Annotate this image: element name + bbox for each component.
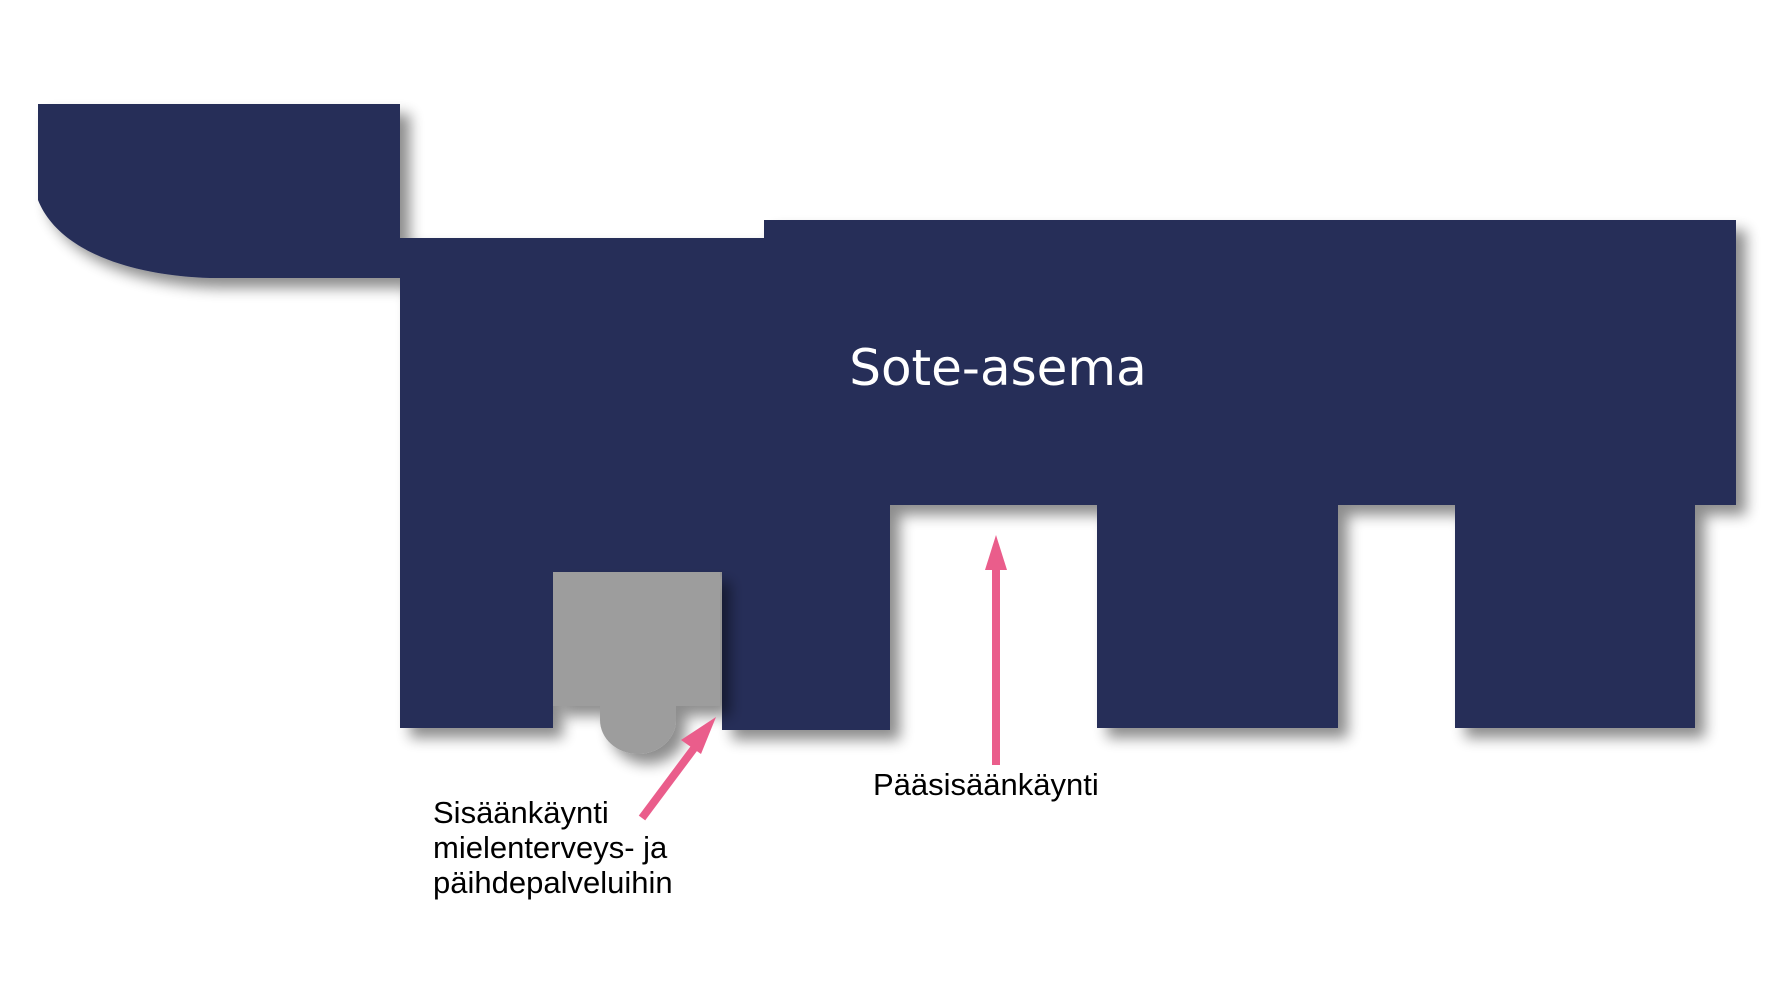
- building-wing-middle: [1097, 475, 1338, 515]
- side-entrance-label: Sisäänkäynti mielenterveys- ja päihdepal…: [433, 795, 673, 900]
- annex-block: [553, 572, 720, 754]
- annex-entrance-bump: [600, 706, 676, 754]
- building-main: [38, 104, 1736, 730]
- main-entrance-label: Pääsisäänkäynti: [873, 767, 1099, 802]
- annex-building: [553, 572, 720, 706]
- side-entrance-label-line-1: Sisäänkäynti: [433, 795, 609, 830]
- side-entrance-arrow-icon: [638, 717, 716, 821]
- main-entrance-arrow-icon: [985, 535, 1007, 765]
- side-entrance-label-line-3: päihdepalveluihin: [433, 865, 673, 900]
- building-name: Sote-asema: [849, 339, 1147, 397]
- side-entrance-label-line-2: mielenterveys- ja: [433, 830, 668, 865]
- building-footprint: [38, 104, 1736, 730]
- building-wing-left: [722, 497, 890, 517]
